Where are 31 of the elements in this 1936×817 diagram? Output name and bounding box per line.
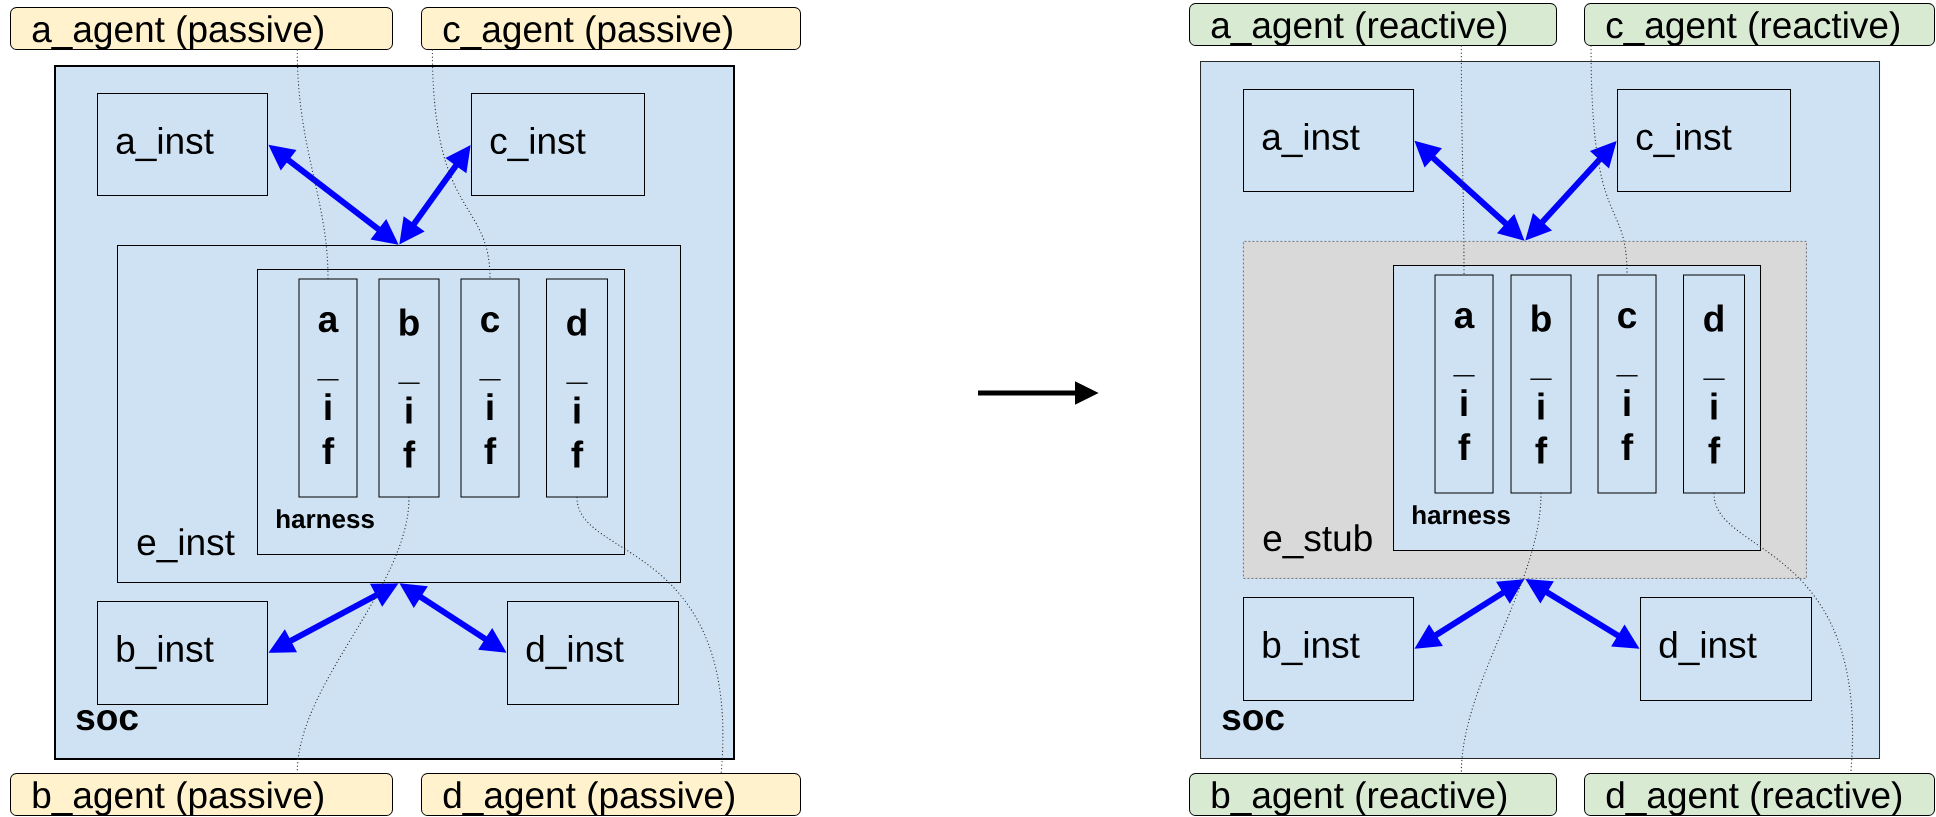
agent-tag: a_agent (reactive) — [1189, 3, 1557, 46]
agent-tag: c_agent (passive) — [421, 7, 801, 50]
dotted-connector — [1590, 45, 1628, 276]
module-box: a_inst — [97, 93, 268, 196]
interface-box: a _ i f — [1434, 274, 1494, 494]
module-box: b_inst — [97, 601, 268, 705]
interface-box: d _ i f — [1683, 274, 1745, 494]
interface-box: d _ i f — [546, 278, 608, 498]
interface-box: a _ i f — [298, 278, 358, 498]
module-box: b_inst — [1243, 597, 1414, 701]
dotted-connector — [431, 49, 491, 280]
interface-box: b _ i f — [378, 278, 440, 498]
dotted-connector — [576, 496, 724, 774]
module-box: a_inst — [1243, 89, 1414, 192]
dotted-connector — [1713, 492, 1853, 774]
interface-box: c _ i f — [460, 278, 520, 498]
module-box: c_inst — [1617, 89, 1791, 192]
agent-tag: b_agent (reactive) — [1189, 773, 1557, 816]
module-box: c_inst — [471, 93, 645, 196]
agent-tag: c_agent (reactive) — [1584, 3, 1935, 46]
dotted-connector — [1460, 45, 1465, 276]
agent-tag: b_agent (passive) — [10, 773, 393, 816]
interface-box: b _ i f — [1510, 274, 1572, 494]
agent-tag: d_agent (passive) — [421, 773, 801, 816]
module-box: d_inst — [1640, 597, 1812, 701]
agent-tag: a_agent (passive) — [10, 7, 393, 50]
module-box: d_inst — [507, 601, 679, 705]
agent-tag: d_agent (reactive) — [1584, 773, 1935, 816]
dotted-connector — [296, 49, 329, 280]
interface-box: c _ i f — [1597, 274, 1657, 494]
dotted-connector — [1460, 492, 1542, 774]
